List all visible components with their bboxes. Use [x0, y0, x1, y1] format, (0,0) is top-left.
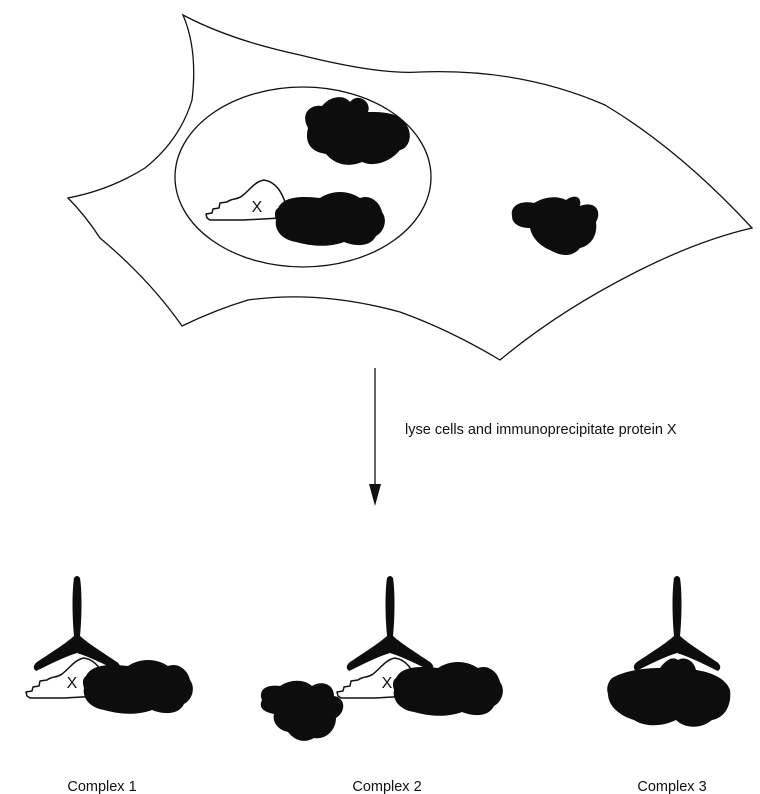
protein-x-label: X — [382, 675, 393, 692]
cell-membrane — [68, 15, 752, 360]
antibody — [634, 576, 721, 671]
binding-partner-left — [261, 681, 344, 741]
protein-x-label: X — [252, 199, 263, 216]
process-arrow — [369, 368, 381, 506]
cell: X — [68, 15, 752, 360]
antibody — [34, 576, 121, 671]
antibody — [347, 576, 434, 671]
nucleus-binding-partner — [275, 192, 385, 246]
binding-partner — [607, 658, 730, 726]
complex-1: X — [26, 576, 193, 714]
nuclear-protein-blob — [305, 97, 410, 165]
complex-3 — [607, 576, 730, 727]
complex-2: X — [261, 576, 503, 741]
protein-x-label: X — [67, 675, 78, 692]
complex-3-label: Complex 3 — [637, 779, 706, 794]
complex-1-label: Complex 1 — [67, 779, 136, 794]
cytoplasmic-protein-blob — [512, 197, 599, 255]
step-label: lyse cells and immunoprecipitate protein… — [405, 422, 677, 438]
binding-partner-right — [393, 662, 503, 716]
complex-2-label: Complex 2 — [352, 779, 421, 794]
binding-partner — [83, 660, 193, 714]
